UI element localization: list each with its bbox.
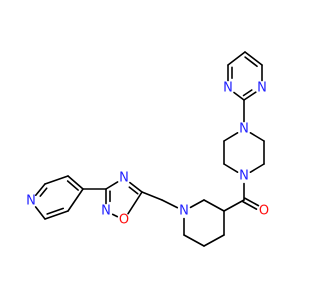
bond-co-pp3 bbox=[223, 199, 245, 212]
bond-py6-py1 bbox=[67, 188, 84, 212]
bond-pp5-pp4 bbox=[203, 234, 225, 247]
bond-ox4-ox3 bbox=[105, 181, 119, 190]
bond-py2-py3 bbox=[44, 175, 69, 185]
bond-layer bbox=[34, 51, 265, 247]
atom-label-pm5: N bbox=[223, 81, 233, 96]
bond-pm3-pm4-inner bbox=[242, 89, 253, 97]
bond-co-o1-a bbox=[242, 200, 258, 210]
atom-label-ox1: O bbox=[119, 213, 129, 228]
bond-py1-py2 bbox=[67, 175, 84, 190]
bond-ch2-ox5 bbox=[141, 191, 163, 201]
bond-pp1-ch2 bbox=[161, 199, 179, 209]
atom-label-ox2: N bbox=[101, 204, 111, 219]
bond-co-o1-b bbox=[244, 197, 260, 207]
bond-pz3-pz4 bbox=[249, 163, 265, 173]
bond-py1-py2-inner bbox=[66, 180, 79, 191]
atom-label-pz1: N bbox=[239, 122, 249, 137]
bond-pz1-pz2 bbox=[249, 132, 265, 142]
bond-pm6-pm1 bbox=[227, 51, 246, 66]
bond-ox5-ox4-inner bbox=[128, 186, 139, 195]
bond-pp3-pp2 bbox=[203, 199, 225, 212]
bond-py4-py5 bbox=[34, 206, 46, 220]
bond-py5-py6-inner bbox=[46, 207, 65, 215]
bond-ox5-ox4 bbox=[129, 181, 143, 193]
bond-pz6-pz1 bbox=[223, 132, 239, 142]
atom-label-py4: N bbox=[26, 194, 36, 209]
atom-label-pm3: N bbox=[257, 81, 267, 96]
atom-label-pp1: N bbox=[179, 204, 189, 219]
bond-py3-py4 bbox=[34, 183, 46, 197]
atom-label-ox4: N bbox=[119, 171, 129, 186]
bond-pp2-pp1 bbox=[189, 199, 205, 209]
atom-label-o1: O bbox=[259, 204, 269, 219]
atom-label-pz4: N bbox=[239, 169, 249, 184]
bond-pp6-pp5 bbox=[183, 234, 205, 247]
bond-ox2-ox1 bbox=[111, 213, 119, 218]
bond-ox1-ox5 bbox=[127, 191, 143, 215]
bond-pm1-pm2 bbox=[244, 51, 263, 66]
bond-pz4-pz5 bbox=[223, 163, 239, 173]
bond-py5-py6 bbox=[44, 210, 69, 220]
bond-py3-py4-inner bbox=[39, 187, 48, 197]
bond-pm3-pm4 bbox=[243, 91, 257, 101]
bond-pm1-pm2-inner bbox=[244, 56, 258, 68]
bond-pm4-pm5 bbox=[233, 91, 245, 101]
